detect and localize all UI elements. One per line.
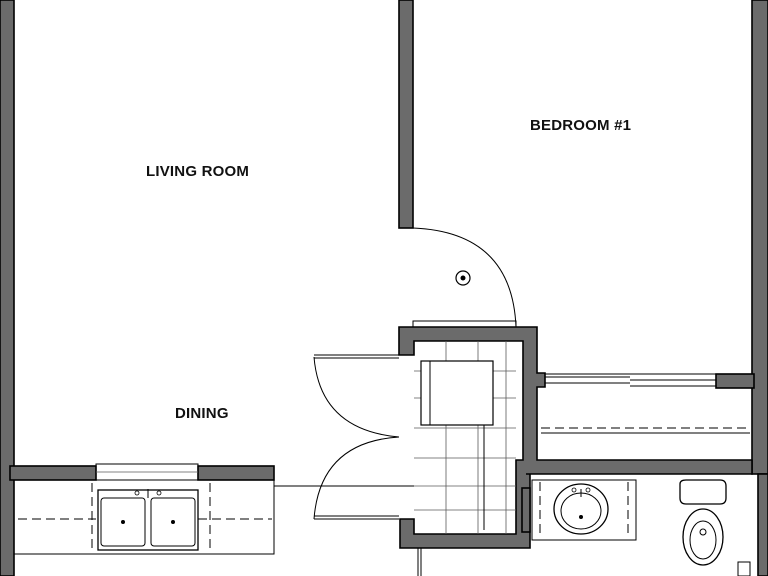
bath-door-jamb [521,487,531,533]
toilet-icon [679,479,727,566]
east-exterior-wall-lower [757,473,768,576]
kitchen-wall-right [197,465,275,481]
closet-door-lower-swing-icon [313,436,400,520]
bedroom-1-label: BEDROOM #1 [530,117,632,134]
east-exterior-wall-upper [751,0,768,475]
hall-closet-walls [398,326,753,549]
kitchen-wall-left [9,465,97,481]
dining-label: DINING [175,405,229,422]
sink-icon [553,483,609,535]
bedroom-closet-wall-east [715,373,755,389]
bedroom-door-leaf [412,320,517,328]
kitchen-sink-icon [97,489,199,551]
tp-holder-icon [737,561,751,576]
bedroom-door-swing-icon [412,227,517,328]
west-exterior-wall [0,0,15,576]
closet-door-upper-swing-icon [313,356,400,438]
living-room-label: LIVING ROOM [146,163,250,180]
living-bedroom-partition [398,0,414,229]
water-heater-icon [420,360,494,426]
bath-vanity-counter [531,479,637,541]
smoke-detector-center [460,275,466,281]
